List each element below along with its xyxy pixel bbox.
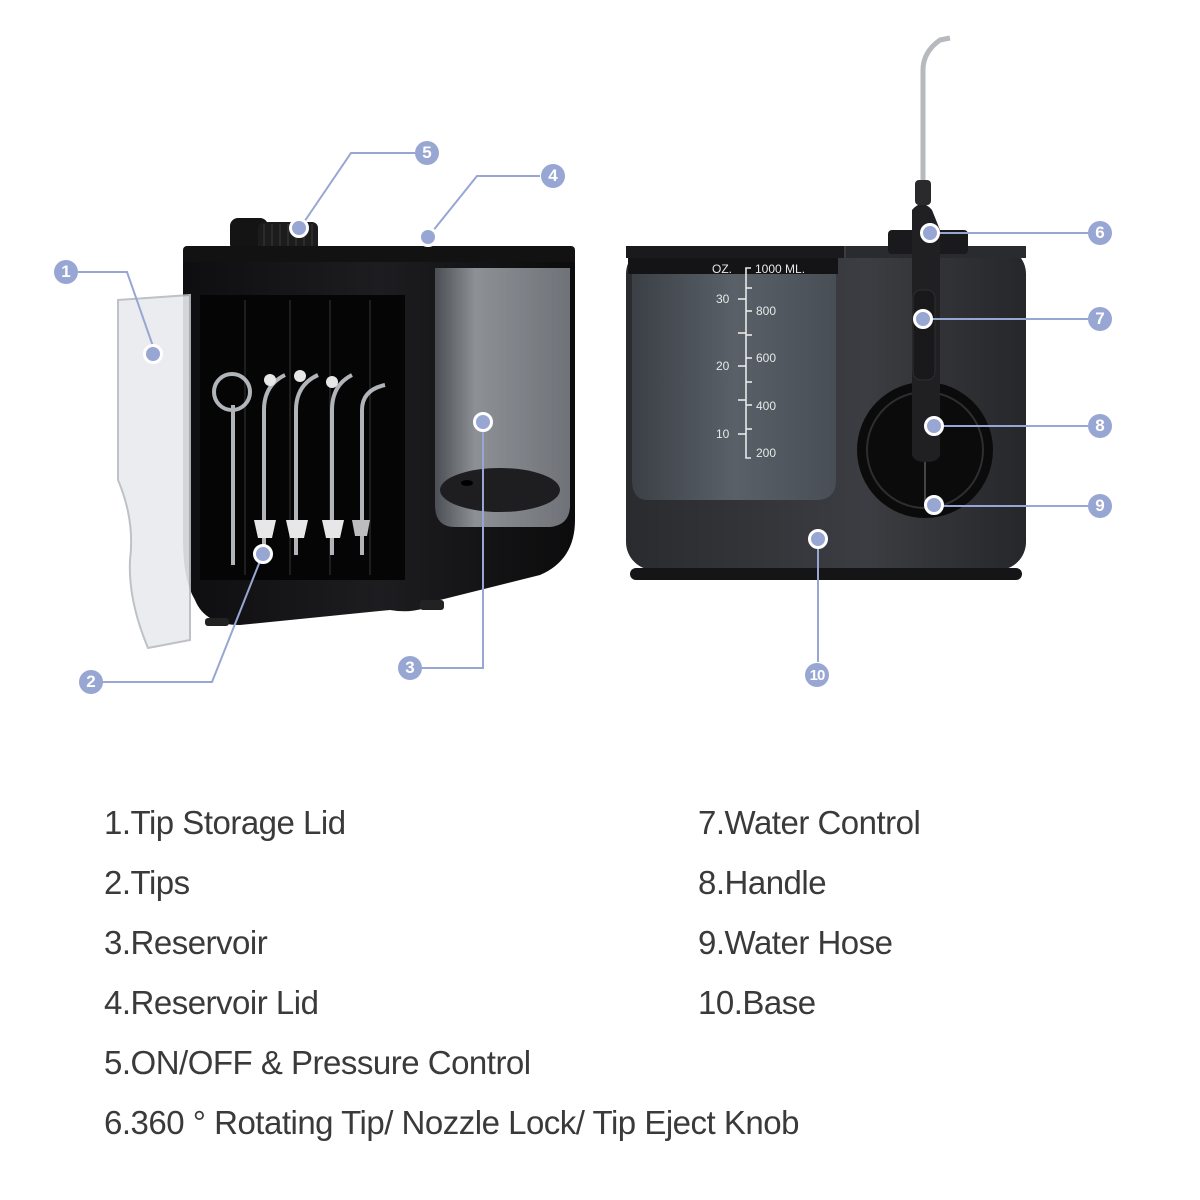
legend-item-5: 5.ON/OFF & Pressure Control (104, 1044, 531, 1081)
callout-badge-4: 4 (541, 164, 565, 188)
legend-item-2: 2.Tips (104, 864, 190, 901)
scale-oz-30: 30 (716, 292, 730, 306)
product-diagram: OZ. 1000 ML. 30 20 10 800 600 400 200 1 … (54, 35, 1112, 694)
legend-item-8: 8.Handle (698, 864, 827, 901)
right-unit (626, 35, 1026, 580)
scale-ml-600: 600 (756, 351, 777, 365)
scale-oz-20: 20 (716, 359, 730, 373)
callout-badge-3: 3 (398, 656, 422, 680)
legend-item-10: 10.Base (698, 984, 816, 1021)
scale-ml-800: 800 (756, 304, 777, 318)
callout-dot-8 (924, 416, 944, 436)
callout-dot-5 (289, 218, 309, 238)
callout-badge-6: 6 (1088, 221, 1112, 245)
scale-oz-header: OZ. (712, 262, 732, 276)
legend-item-4: 4.Reservoir Lid (104, 984, 319, 1021)
callout-dot-9 (924, 495, 944, 515)
callout-dot-3 (473, 412, 493, 432)
callout-badge-1: 1 (54, 260, 78, 284)
callout-dot-4 (418, 227, 438, 247)
callout-dot-1 (143, 344, 163, 364)
left-unit (117, 218, 575, 650)
legend-item-6: 6.360 ° Rotating Tip/ Nozzle Lock/ Tip E… (104, 1104, 799, 1141)
callout-badge-5: 5 (415, 141, 439, 165)
legend-item-7: 7.Water Control (698, 804, 921, 841)
callout-badge-7: 7 (1088, 307, 1112, 331)
callout-dot-6 (920, 223, 940, 243)
callout-badge-10: 10 (805, 663, 829, 687)
scale-ml-200: 200 (756, 446, 777, 460)
legend-item-1: 1.Tip Storage Lid (104, 804, 346, 841)
scale-oz-10: 10 (716, 427, 730, 441)
legend-item-3: 3.Reservoir (104, 924, 268, 961)
callout-dot-2 (253, 544, 273, 564)
callout-dot-7 (913, 309, 933, 329)
legend-item-9: 9.Water Hose (698, 924, 893, 961)
callout-badge-9: 9 (1088, 494, 1112, 518)
scale-ml-header: 1000 ML. (755, 262, 806, 276)
callout-badge-8: 8 (1088, 414, 1112, 438)
diagram-illustration (78, 35, 1088, 683)
callout-badge-2: 2 (79, 670, 103, 694)
callout-dot-10 (808, 529, 828, 549)
scale-ml-400: 400 (756, 399, 777, 413)
